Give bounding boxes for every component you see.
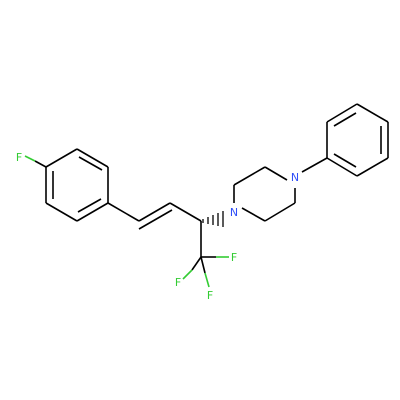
phenyl-ring	[326, 103, 389, 177]
bond	[241, 207, 266, 222]
nitrogen-atom-label: N	[230, 206, 238, 219]
bond	[107, 202, 140, 222]
bond	[356, 157, 389, 177]
bond	[264, 202, 296, 222]
vinyl-linker	[107, 202, 202, 230]
double-bond-inner	[333, 153, 357, 168]
bond	[76, 148, 109, 168]
bond	[264, 166, 288, 181]
fluorine-atom-label: F	[175, 276, 181, 289]
fluorophenyl-ring	[45, 148, 109, 222]
n-aryl-bond	[301, 157, 328, 173]
double-bond-inner	[78, 156, 103, 171]
double-bond-inner	[333, 112, 357, 127]
fluorine-atom-label: F	[207, 289, 213, 302]
bond	[45, 148, 78, 168]
hashed-wedge-bond	[202, 211, 224, 227]
double-bond-inner	[138, 209, 173, 230]
bond	[76, 202, 109, 222]
bond	[45, 202, 78, 222]
bond	[169, 202, 202, 222]
bond	[233, 166, 266, 186]
piperazine-ring	[233, 166, 296, 222]
nitrogen-atom-label: N	[291, 171, 299, 184]
bond	[356, 103, 389, 123]
trifluoromethyl-group	[182, 221, 229, 288]
bond	[326, 103, 358, 123]
fluorine-atom-label: F	[231, 251, 237, 264]
double-bond-inner	[77, 198, 102, 213]
aryl-fluorine-bond	[24, 155, 47, 168]
bond	[326, 157, 358, 177]
bond	[138, 202, 171, 222]
fluorine-atom-label: F	[16, 151, 22, 164]
